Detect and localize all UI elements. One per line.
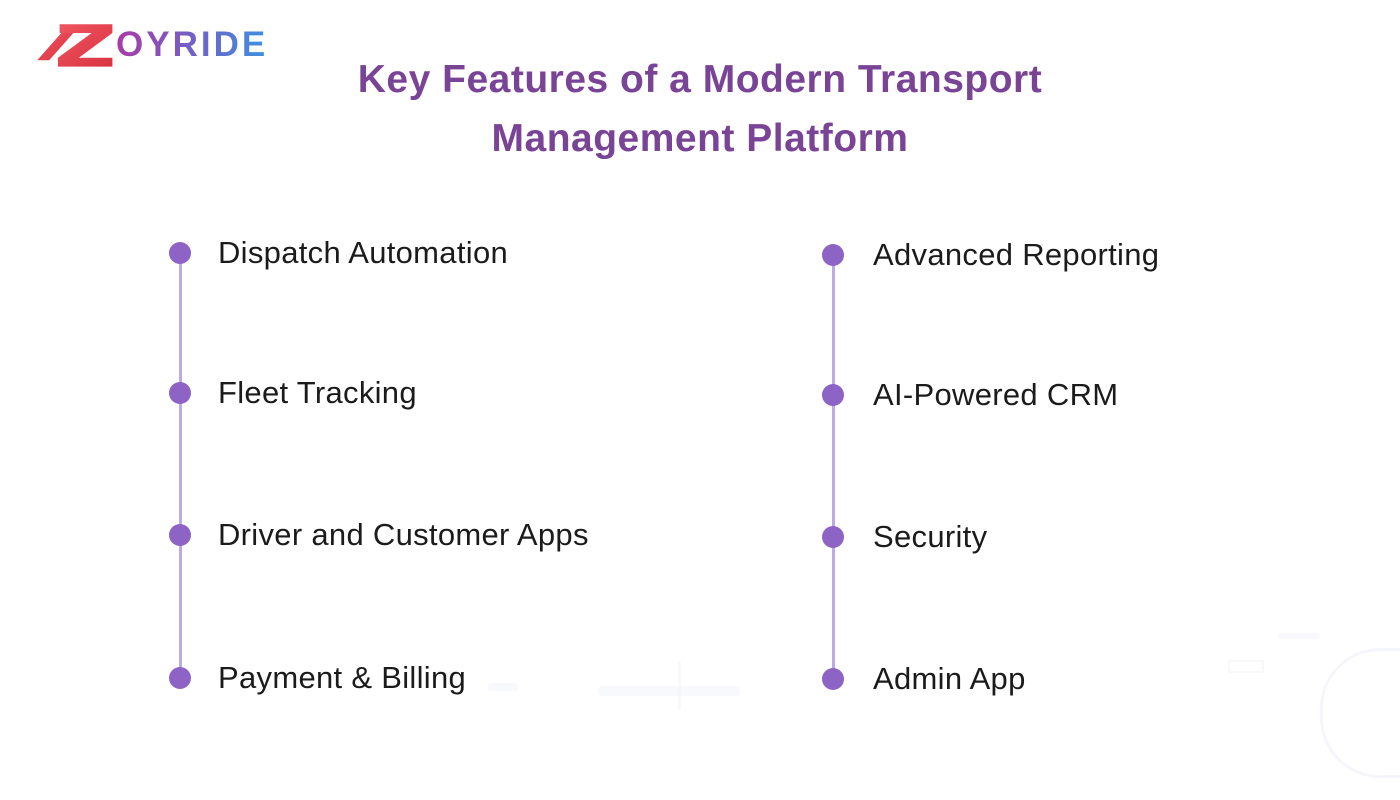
page-title-line2: Management Platform xyxy=(491,117,909,160)
bullet-dot-icon xyxy=(169,242,191,264)
feature-label: Driver and Customer Apps xyxy=(218,517,589,552)
brand-logo: OYRIDE xyxy=(34,16,268,74)
watermark-shape xyxy=(678,662,681,710)
bullet-dot-icon xyxy=(822,668,844,690)
bullet-dot-icon xyxy=(169,382,191,404)
feature-label: Payment & Billing xyxy=(218,660,467,695)
bullet-dot-icon xyxy=(822,244,844,266)
feature-item-advanced-reporting: Advanced Reporting xyxy=(822,237,1159,273)
feature-label: Security xyxy=(873,519,988,554)
feature-label: AI-Powered CRM xyxy=(873,377,1119,412)
bullet-dot-icon xyxy=(169,524,191,546)
feature-item-driver-customer-apps: Driver and Customer Apps xyxy=(169,517,589,553)
watermark-vehicle-outline xyxy=(1320,648,1400,778)
watermark-shape xyxy=(1228,660,1264,673)
bullet-dot-icon xyxy=(822,384,844,406)
watermark-shape xyxy=(598,686,740,696)
zoyride-z-icon xyxy=(37,24,113,67)
timeline-line xyxy=(832,255,835,679)
feature-item-admin-app: Admin App xyxy=(822,661,1026,697)
page-title: Key Features of a Modern Transport Manag… xyxy=(0,50,1400,168)
feature-label: Admin App xyxy=(873,661,1026,696)
feature-label: Advanced Reporting xyxy=(873,237,1160,272)
timeline-line xyxy=(179,253,182,679)
page-title-line1: Key Features of a Modern Transport xyxy=(357,58,1043,101)
feature-item-security: Security xyxy=(822,519,987,555)
bullet-dot-icon xyxy=(169,667,191,689)
feature-label: Dispatch Automation xyxy=(218,235,509,270)
watermark-shape xyxy=(1278,633,1320,639)
bullet-dot-icon xyxy=(822,526,844,548)
logo-wordmark: OYRIDE xyxy=(116,16,268,74)
feature-item-fleet-tracking: Fleet Tracking xyxy=(169,375,417,411)
feature-item-dispatch-automation: Dispatch Automation xyxy=(169,235,508,271)
feature-item-ai-powered-crm: AI-Powered CRM xyxy=(822,377,1118,413)
watermark-shape xyxy=(488,683,518,691)
feature-item-payment-billing: Payment & Billing xyxy=(169,660,466,696)
feature-label: Fleet Tracking xyxy=(218,375,417,410)
